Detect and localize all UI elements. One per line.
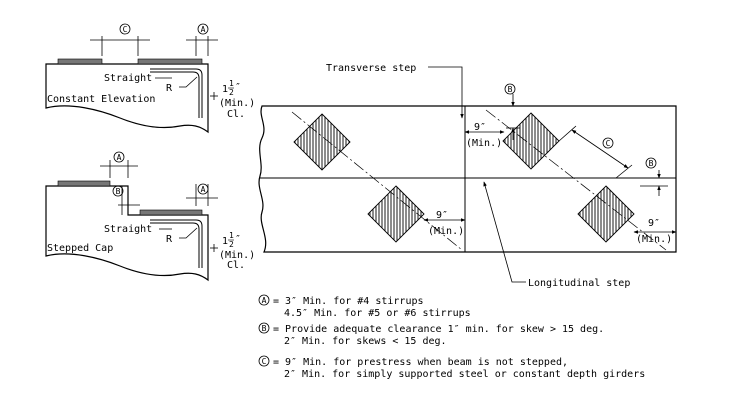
dim-9b-min: (Min.) (428, 226, 464, 237)
stirrup-bar (150, 219, 203, 268)
marker-a-right: A (201, 185, 206, 194)
dim-9c-value: 9″ (648, 218, 660, 229)
cover-cl: Cl. (227, 109, 245, 120)
cover-min: (Min.) (219, 98, 255, 109)
marker-a-top-circle (113, 151, 125, 163)
stirrup-bar (150, 68, 203, 118)
bearing-pad (367, 185, 425, 243)
marker-b-top-circle (504, 83, 516, 95)
straight-label: Straight (104, 73, 152, 84)
marker-b-top: B (508, 85, 513, 94)
girder-centerline (485, 109, 667, 251)
cover-inch: ″ (235, 82, 241, 93)
note-a-line2: 4.5″ Min. for #5 or #6 stirrups (284, 308, 471, 319)
marker-b: B (116, 187, 121, 196)
bearing-pad (57, 58, 103, 65)
note-a-line1: = 3″ Min. for #4 stirrups (273, 296, 424, 307)
dim-9b-value: 9″ (436, 210, 448, 221)
note-c-line2: 2″ Min. for simply supported steel or co… (284, 369, 645, 380)
note-c-marker: C (262, 357, 267, 366)
notes: A = 3″ Min. for #4 stirrups 4.5″ Min. fo… (258, 294, 645, 380)
marker-c: C (606, 139, 611, 148)
marker-b-right-circle (645, 157, 657, 169)
cover-frac-num: 1 (229, 79, 234, 88)
cover-inch: ″ (235, 234, 241, 245)
marker-a-right-circle (197, 183, 209, 195)
bearing-pad (577, 185, 635, 243)
dim-9c-min: (Min.) (636, 234, 672, 245)
marker-c: C (123, 25, 128, 34)
marker-b-circle (112, 185, 124, 197)
cover-frac-den: 2 (229, 88, 234, 97)
cover-cl: Cl. (227, 260, 245, 271)
r-leader (179, 227, 198, 239)
constant-elevation-detail: C A Straight R Constant Elevation 1 1 2 … (45, 23, 255, 134)
dim-line-c-skew (571, 129, 629, 169)
marker-c-circle (602, 137, 614, 149)
cover-whole: 1 (222, 84, 228, 95)
stepped-cap-detail: A B A Straight R Stepped Cap 1 1 2 ″ (Mi… (45, 151, 255, 282)
note-a-marker-circle (258, 294, 270, 306)
dim-extension (558, 125, 577, 142)
transverse-step-leader (428, 66, 464, 119)
plan-view: Transverse step Longitudinal step 9″ (Mi… (258, 63, 677, 289)
title-stepped-cap: Stepped Cap (47, 243, 113, 254)
r-label: R (166, 234, 173, 245)
cover-whole: 1 (222, 236, 228, 247)
dim-extension (615, 164, 633, 179)
marker-c-circle (119, 23, 131, 35)
dim-9a-value: 9″ (474, 122, 486, 133)
note-a-marker: A (262, 296, 267, 305)
cover-frac-num: 1 (229, 231, 234, 240)
note-b-marker-circle (258, 322, 270, 334)
bearing-pad (139, 209, 203, 216)
title-constant-elevation: Constant Elevation (47, 94, 155, 105)
note-b-marker: B (262, 324, 267, 333)
r-label: R (166, 83, 173, 94)
longitudinal-step-leader (483, 181, 526, 283)
cap-outline (45, 185, 209, 282)
plan-outline (258, 105, 677, 253)
marker-a-top: A (117, 153, 122, 162)
straight-label: Straight (104, 224, 152, 235)
dim-9a-min: (Min.) (466, 138, 502, 149)
marker-b-right: B (649, 159, 654, 168)
cap-outline (45, 63, 209, 134)
note-b-line2: 2″ Min. for skews < 15 deg. (284, 336, 447, 347)
bearing-pad (57, 180, 111, 187)
bearing-pad (137, 58, 203, 65)
note-c-marker-circle (258, 355, 270, 367)
cover-min: (Min.) (219, 250, 255, 261)
cover-frac-den: 2 (229, 240, 234, 249)
marker-a-circle (197, 23, 209, 35)
note-c-line1: = 9″ Min. for prestress when beam is not… (273, 357, 568, 368)
transverse-step-label: Transverse step (326, 63, 416, 74)
bearing-pad (293, 113, 351, 171)
r-leader (179, 76, 198, 88)
note-b-line1: = Provide adequate clearance 1″ min. for… (273, 324, 604, 335)
longitudinal-step-label: Longitudinal step (528, 278, 630, 289)
marker-a: A (201, 25, 206, 34)
